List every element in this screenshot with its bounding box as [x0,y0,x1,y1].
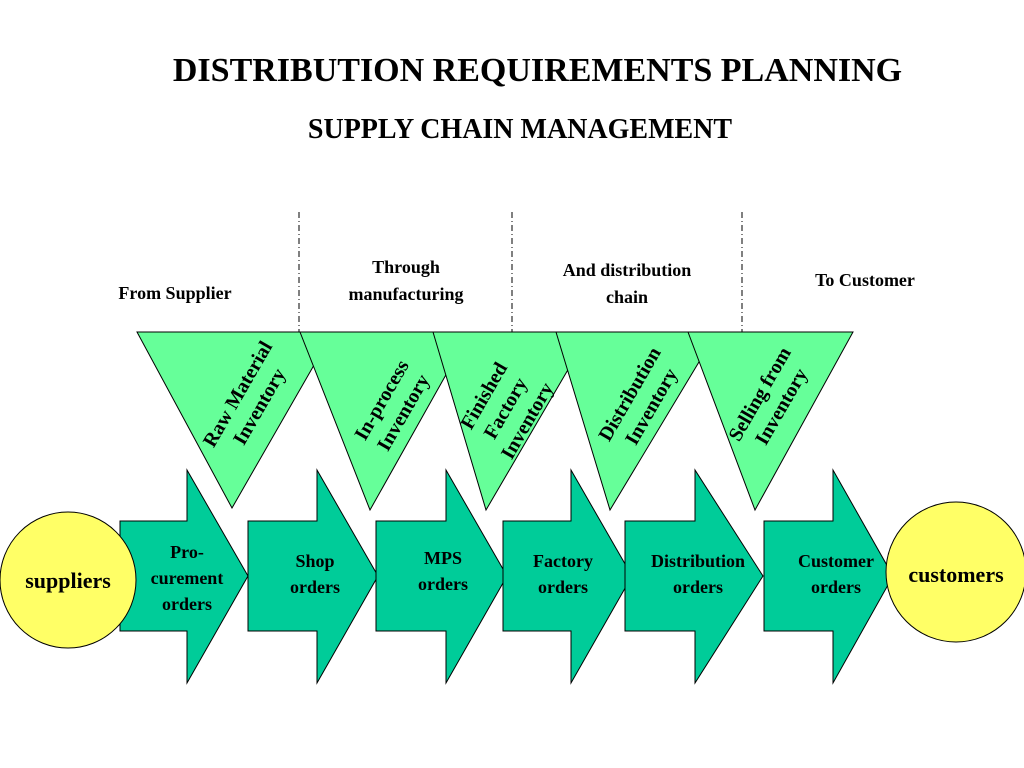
order-distribution-orders-arrow [624,468,764,685]
order-shop-orders-arrow [247,468,379,685]
inventory-raw-material-inventory-triangle [136,331,334,510]
stage-through-manufacturing: Through manufacturing [348,257,464,304]
suppliers-label: suppliers [25,568,111,593]
suppliers-group: suppliers [0,511,137,649]
inventory-selling-from-inventory-triangle [687,331,854,512]
inventory-distribution-inventory-triangle [555,331,718,512]
order-procurement-orders-arrow [119,468,249,685]
inventory-in-process-inventory-triangle [299,331,471,512]
inventory-in-process-inventory-group: In-processInventory [299,331,471,512]
stage-to-customer: To Customer [815,270,915,290]
inventory-distribution-inventory-group: DistributionInventory [555,331,718,512]
order-factory-orders-arrow [502,468,633,685]
inventory-raw-material-inventory-group: Raw MaterialInventory [136,331,334,510]
stage-distribution-chain: And distribution chain [562,260,692,307]
page-title: DISTRIBUTION REQUIREMENTS PLANNING [172,52,903,89]
suppliers-circle [0,511,137,649]
stage-from-supplier: From Supplier [118,283,232,303]
inventory-selling-from-inventory-group: Selling fromInventory [687,331,854,512]
page-subtitle: SUPPLY CHAIN MANAGEMENT [307,114,733,145]
inventory-finished-factory-inventory-triangle [432,331,591,512]
order-customer-orders-arrow [763,468,894,685]
customers-circle [885,501,1024,643]
customers-label: customers [908,562,1004,587]
order-mps-orders-arrow [375,468,508,685]
customers-group: customers [885,501,1024,643]
endpoint-circles: suppliers customers [0,501,1024,649]
stage-dividers [298,212,743,332]
